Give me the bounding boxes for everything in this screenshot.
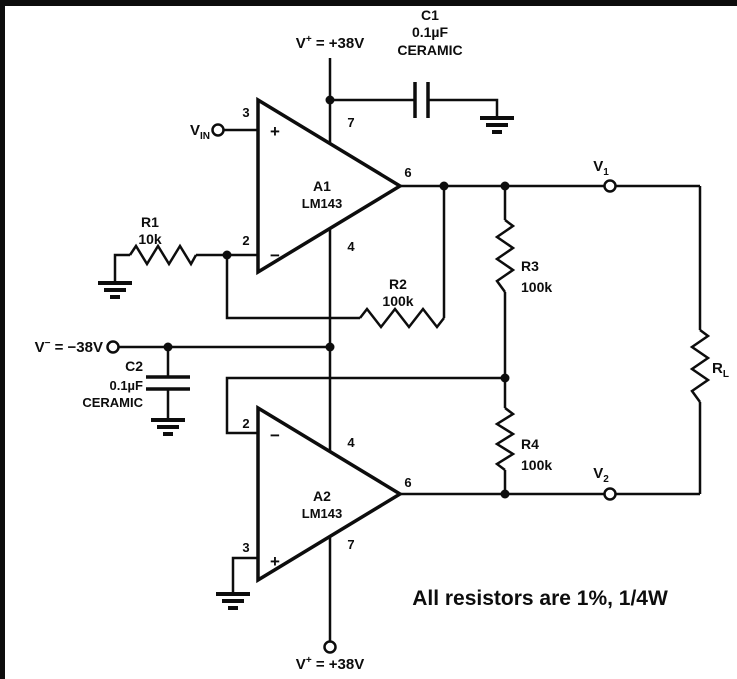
wire-feedback-left (225, 255, 360, 320)
wire-divider-to-a2-inv (225, 376, 505, 435)
vminus-terminal (106, 340, 120, 354)
a2-plus-sign: + (270, 552, 280, 571)
wire-a2-noninv-to-ground (231, 556, 258, 594)
resistor-rl: RL (689, 329, 729, 403)
a2-pin3-label: 3 (242, 540, 249, 555)
vplus-bottom-terminal (323, 640, 337, 654)
r4-symbol (494, 407, 516, 471)
ground-c1 (480, 116, 514, 134)
a1-pin2-label: 2 (242, 233, 249, 248)
wire-r1-to-ground (113, 253, 130, 283)
a1-part-number: LM143 (302, 196, 342, 211)
r2-value: 100k (382, 293, 413, 309)
rl-symbol (689, 329, 711, 403)
terminal-circles (106, 123, 617, 654)
rl-label: RL (712, 360, 729, 380)
junction-divider-mid (500, 373, 510, 383)
ground-a2-noninv (216, 592, 250, 610)
junction-vplus (325, 95, 335, 105)
vplus-bottom-label: V+ = +38V (296, 655, 364, 673)
c2-name: C2 (125, 358, 143, 374)
a2-pin2-label: 2 (242, 416, 249, 431)
resistor-tolerance-note: All resistors are 1%, 1/4W (412, 587, 668, 610)
resistor-r1: R1 10k (128, 214, 198, 267)
vplus-top-label: V+ = +38V (296, 34, 364, 52)
opamp-a2: − + A2 LM143 2 4 6 3 7 (242, 404, 412, 584)
a2-pin6-label: 6 (404, 475, 411, 490)
opamp-a1: + − A1 LM143 3 7 2 4 6 (242, 96, 412, 276)
c1-value: 0.1µF (412, 24, 449, 40)
r3-value: 100k (521, 279, 552, 295)
v2-label: V2 (593, 465, 609, 485)
junction-vminus (325, 342, 335, 352)
a1-pin6-label: 6 (404, 165, 411, 180)
junction-r4-bottom (500, 489, 510, 499)
a1-designator: A1 (313, 178, 331, 194)
junction-a1-inv (222, 250, 232, 260)
figure-border-top (0, 0, 737, 6)
v1-label: V1 (593, 158, 609, 178)
a1-pin3-label: 3 (242, 105, 249, 120)
r1-symbol (128, 243, 198, 267)
opamp-a1-triangle (256, 96, 404, 276)
capacitor-c1: C1 0.1µF CERAMIC (397, 7, 463, 118)
r3-symbol (494, 219, 516, 293)
resistor-r4: R4 100k (494, 407, 552, 473)
capacitor-c2: C2 0.1µF CERAMIC (82, 358, 190, 410)
r1-value: 10k (138, 231, 162, 247)
a1-minus-sign: − (270, 246, 280, 265)
a2-minus-sign: − (270, 426, 280, 445)
junction-feedback (439, 181, 449, 191)
c1-name: C1 (421, 7, 439, 23)
ground-c2 (151, 418, 185, 436)
wire-c1-to-ground (428, 98, 499, 118)
a2-pin7-label: 7 (347, 537, 354, 552)
r2-name: R2 (389, 276, 407, 292)
vin-terminal (211, 123, 225, 137)
resistor-r2: R2 100k (359, 276, 445, 330)
ground-r1 (98, 281, 132, 299)
a2-designator: A2 (313, 488, 331, 504)
opamp-a2-triangle (256, 404, 404, 584)
junctions (163, 95, 510, 499)
wires (113, 58, 702, 641)
c1-type: CERAMIC (397, 42, 462, 58)
a1-plus-sign: + (270, 122, 280, 141)
r3-name: R3 (521, 258, 539, 274)
figure-border-left (0, 0, 5, 679)
resistor-r3: R3 100k (494, 219, 552, 295)
a1-pin7-label: 7 (347, 115, 354, 130)
vin-label: VIN (190, 122, 210, 142)
r4-name: R4 (521, 436, 539, 452)
a2-pin4-label: 4 (347, 435, 355, 450)
r2-symbol (359, 306, 445, 330)
a1-pin4-label: 4 (347, 239, 355, 254)
a2-part-number: LM143 (302, 506, 342, 521)
junction-c2 (163, 342, 173, 352)
junction-r3-top (500, 181, 510, 191)
v1-terminal (603, 179, 617, 193)
c2-type: CERAMIC (82, 395, 143, 410)
c2-value: 0.1µF (109, 378, 143, 393)
vminus-label: V− = −38V (35, 338, 103, 356)
v2-terminal (603, 487, 617, 501)
r1-name: R1 (141, 214, 159, 230)
r4-value: 100k (521, 457, 552, 473)
